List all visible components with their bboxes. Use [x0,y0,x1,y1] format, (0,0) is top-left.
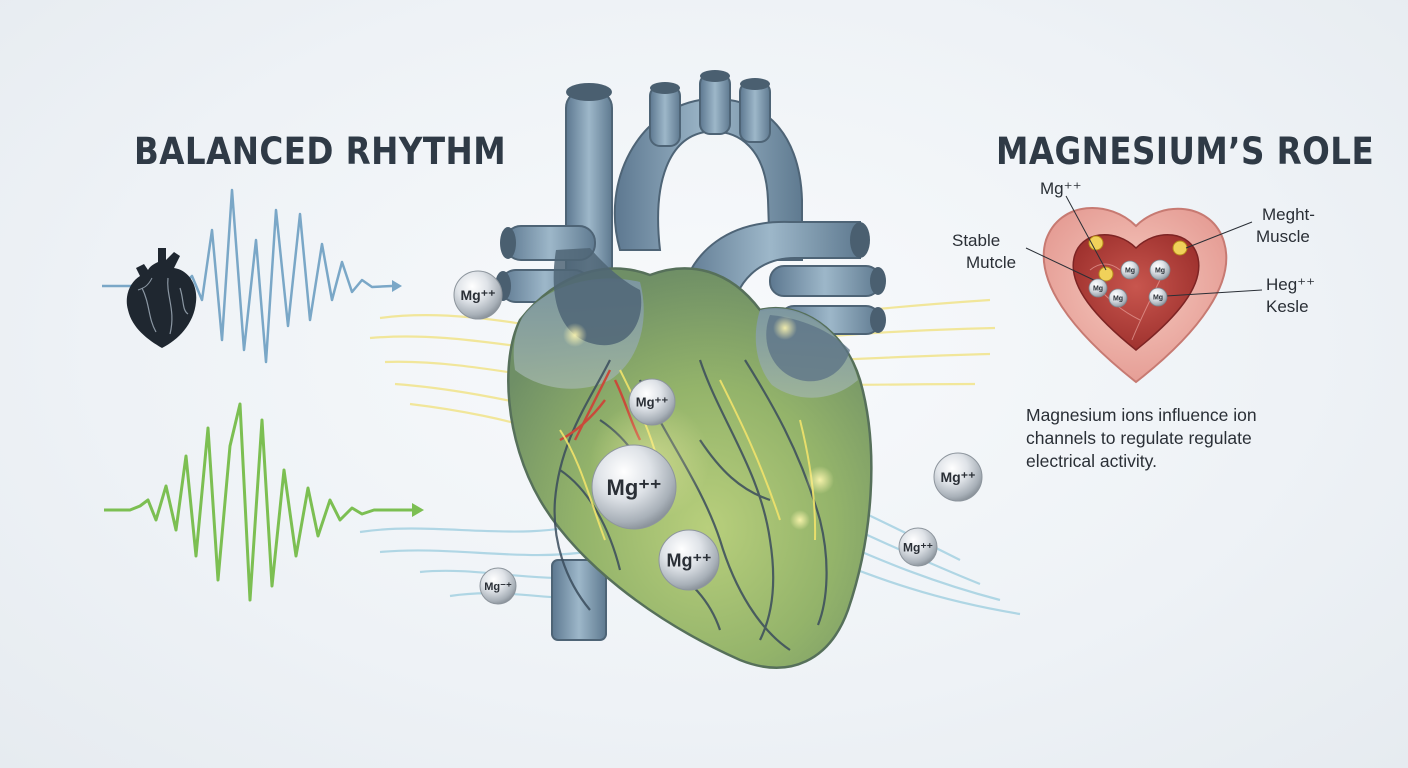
magnesium-role-title: MAGNESIUM’S ROLE [996,130,1374,173]
inner-mg-ion-label: Mg [1113,296,1123,303]
mg-ion: Mg⁺⁺ [899,528,937,566]
inner-mg-ion: Mg [1089,279,1107,297]
label-muscle: Muscle [1256,226,1310,248]
label-mg-top: Mg⁺⁺ [1040,178,1082,200]
label-mutcle: Mutcle [966,252,1016,274]
label-stable: Stable [952,230,1000,252]
mg-ion-label: Mg⁺⁺ [941,469,976,485]
mg-ion: Mg⁻⁺ [480,568,516,604]
heart-muscle-cross-section [1026,196,1262,382]
inner-mg-ion-label: Mg [1093,286,1103,293]
inner-mg-ion-label: Mg [1125,268,1135,275]
inner-mg-ion-label: Mg [1153,295,1163,302]
inner-mg-ion: Mg [1121,261,1139,279]
mg-ion: Mg⁺⁺ [934,453,982,501]
inner-mg-ion: Mg [1149,288,1167,306]
mg-ion-label: Mg⁺⁺ [903,540,933,554]
mg-ion-label: Mg⁻⁺ [484,581,512,593]
mg-ion-label: Mg⁺⁺ [607,475,662,500]
mg-ion-label: Mg⁺⁺ [461,287,496,303]
label-heg: Heg⁺⁺ [1266,274,1315,296]
magnesium-description: Magnesium ions influence ion channels to… [1026,404,1266,473]
mg-ion-label: Mg⁺⁺ [667,550,712,570]
mg-ion: Mg⁺⁺ [659,530,719,590]
heart-anatomy-icon [127,248,197,348]
label-meght: Meght- [1262,204,1315,226]
mg-ion: Mg⁺⁺ [629,379,675,425]
balanced-rhythm-title: BALANCED RHYTHM [134,130,506,173]
inner-mg-ion: Mg [1150,260,1170,280]
ecg-green-trace [104,404,424,600]
label-kesle: Kesle [1266,296,1309,318]
mg-ion-label: Mg⁺⁺ [636,395,669,410]
inner-mg-ion: Mg [1109,289,1127,307]
mg-ion: Mg⁺⁺ [592,445,676,529]
inner-mg-ion-label: Mg [1155,268,1165,275]
mg-ion: Mg⁺⁺ [454,271,502,319]
